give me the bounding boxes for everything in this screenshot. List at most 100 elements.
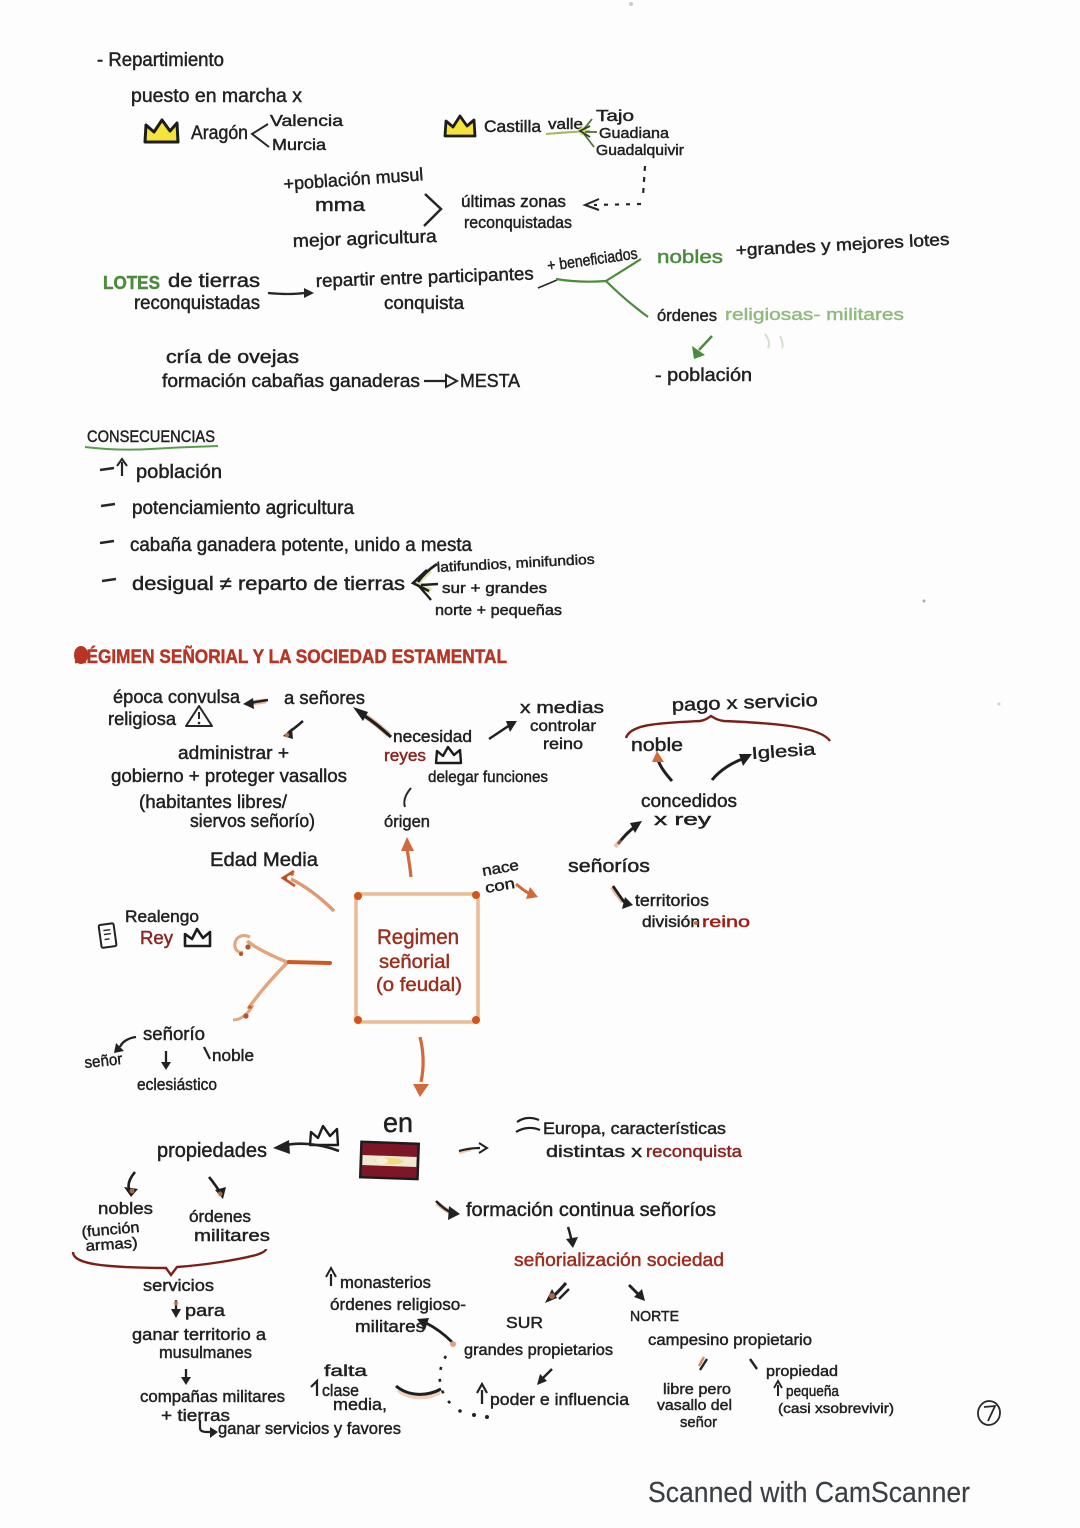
svg-text:compañas militares: compañas militares [140,1387,285,1406]
svg-text:- Repartimiento: - Repartimiento [97,50,224,71]
svg-text:reino: reino [702,914,750,931]
svg-text:grandes propietarios: grandes propietarios [464,1342,613,1359]
svg-text:distintas x: distintas x [546,1142,643,1161]
svg-text:potenciamiento agricultura: potenciamiento agricultura [132,498,354,519]
svg-text:Aragón: Aragón [191,123,248,144]
svg-text:musulmanes: musulmanes [159,1343,252,1362]
svg-text:órdenes: órdenes [189,1207,251,1226]
svg-text:poder e influencia: poder e influencia [490,1390,630,1409]
svg-text:Scanned with CamScanner: Scanned with CamScanner [648,1477,970,1509]
svg-text:propiedad: propiedad [766,1363,838,1380]
svg-text:cría de ovejas: cría de ovejas [166,347,299,367]
svg-text:siervos señorío): siervos señorío) [190,811,315,831]
svg-text:desigual ≠ reparto de tierras: desigual ≠ reparto de tierras [132,574,405,595]
svg-text:Rey: Rey [140,928,173,948]
svg-text:(o feudal): (o feudal) [376,975,462,996]
svg-text:valle: valle [548,116,583,133]
svg-text:campesino propietario: campesino propietario [648,1332,812,1349]
svg-text:+grandes y mejores lotes: +grandes y mejores lotes [735,230,950,260]
svg-text:población: población [136,462,222,483]
svg-text:formación continua señoríos: formación continua señoríos [466,1200,716,1221]
svg-text:nobles: nobles [657,247,723,267]
svg-text:reconquistadas: reconquistadas [464,213,572,232]
svg-text:reconquista: reconquista [646,1142,743,1161]
svg-text:reyes: reyes [384,746,426,765]
svg-text:noble: noble [631,735,683,755]
svg-text:SUR: SUR [506,1315,543,1332]
svg-text:controlar: controlar [530,718,597,735]
svg-text:propiedades: propiedades [157,1140,267,1162]
svg-text:+población musul: +población musul [283,164,424,194]
svg-text:señoríos: señoríos [568,856,650,876]
svg-text:nace: nace [481,857,520,880]
svg-text:señor: señor [680,1414,717,1431]
svg-text:NORTE: NORTE [630,1308,679,1325]
svg-text:media,: media, [333,1395,387,1414]
svg-text:Europa, características: Europa, características [543,1119,726,1138]
svg-text:gobierno + proteger vasallos: gobierno + proteger vasallos [111,766,347,786]
svg-text:nobles: nobles [98,1199,153,1218]
svg-text:ganar territorio a: ganar territorio a [132,1325,267,1344]
svg-text:Edad Media: Edad Media [210,850,318,871]
svg-text:últimas zonas: últimas zonas [461,192,566,211]
svg-text:- población: - población [655,365,752,385]
svg-text:órdenes: órdenes [657,306,717,325]
svg-text:RÉGIMEN SEÑORIAL Y LA SOCIEDAD: RÉGIMEN SEÑORIAL Y LA SOCIEDAD ESTAMENTA… [74,646,507,668]
svg-text:falta: falta [324,1363,367,1380]
svg-text:pequeña: pequeña [786,1383,840,1400]
svg-text:señorial: señorial [379,952,450,973]
svg-text:monasterios: monasterios [340,1273,431,1292]
svg-text:cabaña ganadera potente, unido: cabaña ganadera potente, unido a mesta [130,535,472,556]
svg-text:en: en [383,1107,413,1138]
svg-text:armas): armas) [85,1234,138,1255]
svg-text:órigen: órigen [384,812,430,831]
svg-text:Valencia: Valencia [270,113,343,130]
svg-text:eclesiástico: eclesiástico [137,1075,217,1094]
svg-text:necesidad: necesidad [393,727,472,746]
svg-text:a señores: a señores [284,688,365,708]
svg-text:sur + grandes: sur + grandes [442,580,547,597]
svg-text:MESTA: MESTA [460,371,520,391]
svg-text:Murcia: Murcia [272,137,326,154]
svg-text:Guadiana: Guadiana [599,125,670,142]
svg-text:x rey: x rey [654,810,712,829]
svg-text:reconquistadas: reconquistadas [134,293,260,314]
svg-text:delegar funciones: delegar funciones [428,769,548,786]
svg-text:con: con [484,875,516,897]
svg-text:norte + pequeñas: norte + pequeñas [435,602,562,619]
svg-text:libre pero: libre pero [663,1381,731,1398]
svg-text:señorialización sociedad: señorialización sociedad [514,1250,724,1270]
svg-text:concedidos: concedidos [641,791,737,811]
svg-text:religiosa: religiosa [108,709,177,729]
svg-text:mma: mma [315,195,366,215]
svg-text:reino: reino [543,736,583,753]
svg-text:Realengo: Realengo [125,907,199,926]
svg-text:Castilla: Castilla [484,117,542,136]
svg-text:CONSECUENCIAS: CONSECUENCIAS [87,427,215,446]
svg-text:Guadalquivir: Guadalquivir [596,142,684,159]
svg-text:división: división [642,914,700,931]
svg-text:conquista: conquista [384,293,465,313]
svg-text:religiosas- militares: religiosas- militares [725,305,904,324]
svg-text:+ beneficiados: + beneficiados [546,245,638,274]
svg-text:Regimen: Regimen [377,926,459,949]
svg-text:ganar servicios y favores: ganar servicios y favores [218,1419,401,1438]
svg-text:servicios: servicios [143,1276,214,1295]
svg-text:repartir entre participantes: repartir entre participantes [315,263,534,291]
svg-text:LOTES: LOTES [103,273,160,293]
svg-text:de tierras: de tierras [168,271,260,292]
svg-text:Tajo: Tajo [596,108,634,125]
svg-text:militares: militares [355,1317,425,1336]
svg-text:+ tierras: + tierras [161,1406,230,1425]
svg-text:formación cabañas ganaderas: formación cabañas ganaderas [162,371,420,391]
svg-text:señor: señor [84,1051,124,1072]
svg-text:administrar +: administrar + [178,743,289,763]
svg-text:x medias: x medias [520,698,604,717]
svg-text:para: para [185,1301,226,1320]
svg-text:puesto en marcha x: puesto en marcha x [131,86,303,107]
svg-text:mejor agricultura: mejor agricultura [292,226,438,251]
svg-text:época convulsa: época convulsa [113,687,241,707]
svg-text:vasallo del: vasallo del [657,1397,732,1414]
svg-text:órdenes religioso-: órdenes religioso- [330,1295,466,1314]
svg-text:señorío: señorío [143,1024,205,1044]
